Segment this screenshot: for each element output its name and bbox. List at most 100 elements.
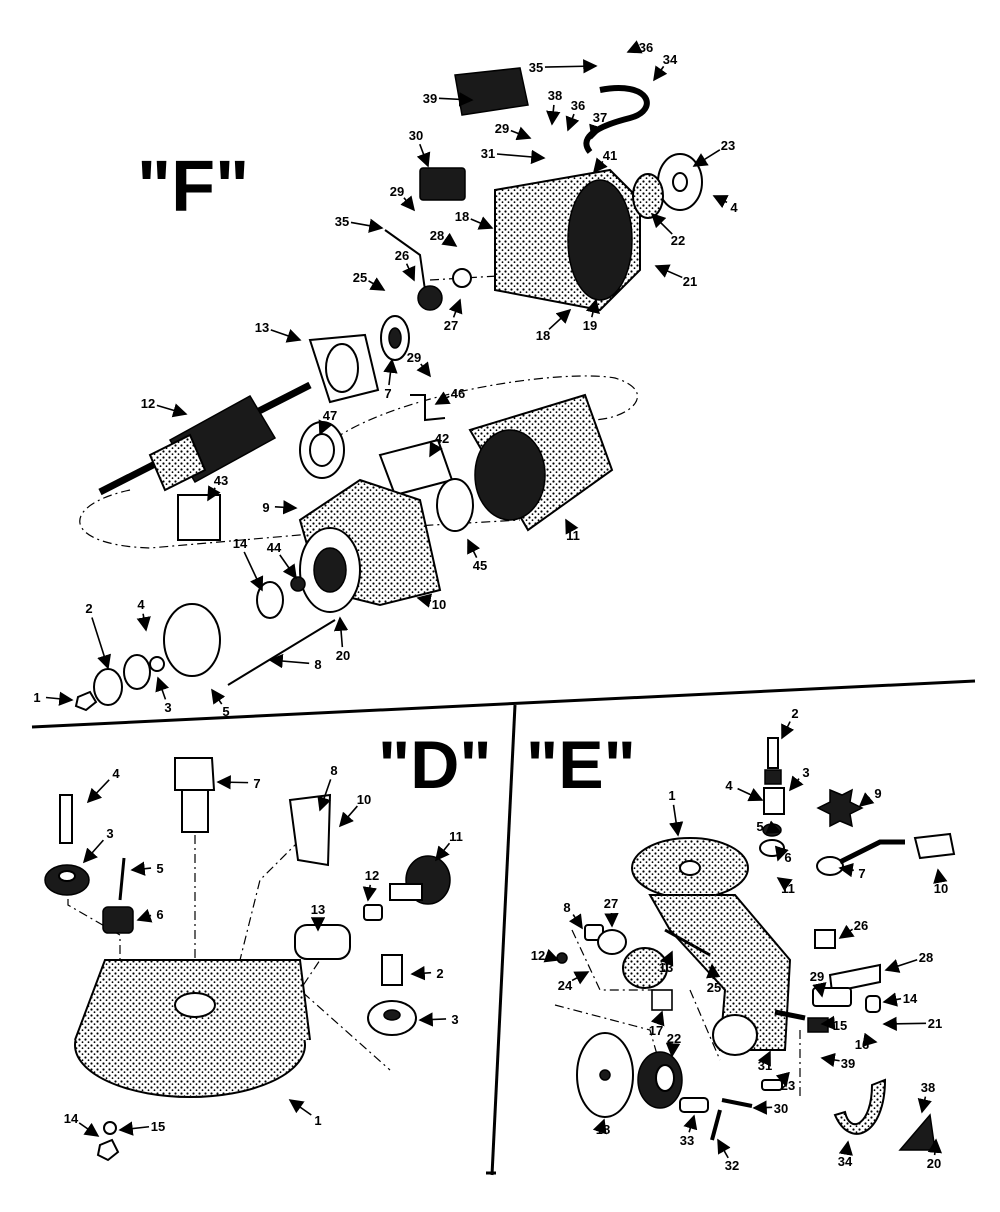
leader-e-8 [568, 913, 583, 930]
leader-f-11 [565, 518, 579, 535]
leader-e-14 [882, 992, 902, 1007]
callout-f-35: 35 [335, 214, 349, 229]
leader-e-32 [717, 1138, 731, 1159]
stator-windings [474, 429, 546, 521]
callout-f-41: 41 [603, 148, 617, 163]
callout-e-22: 22 [667, 1031, 681, 1046]
callout-f-47: 47 [323, 408, 337, 423]
lever-13 [828, 963, 881, 994]
callout-e-11: 11 [781, 881, 795, 896]
leader-d-3 [418, 1012, 447, 1027]
leader-d-15 [118, 1121, 150, 1136]
leader-f-20 [333, 616, 349, 648]
leader-d-7 [216, 775, 249, 790]
callout-d-11: 11 [449, 829, 463, 844]
callout-e-23: 23 [781, 1078, 795, 1093]
callout-e-20: 20 [927, 1156, 941, 1171]
callout-f-42: 42 [435, 431, 449, 446]
callout-f-44: 44 [267, 540, 282, 555]
handle-grip-11 [913, 832, 956, 860]
nameplate [454, 67, 529, 116]
callout-d-7: 7 [253, 776, 260, 791]
leader-f-18 [548, 308, 572, 330]
leader-e-9 [858, 792, 875, 808]
block-14 [812, 987, 852, 1007]
handle-lever [838, 839, 905, 865]
callout-f-43: 43 [214, 473, 228, 488]
callout-d-14: 14 [64, 1111, 79, 1126]
leader-f-42 [429, 441, 443, 458]
gasket [632, 173, 664, 219]
leader-f-29 [510, 126, 532, 141]
output-bearing [256, 581, 284, 619]
leader-f-22 [650, 212, 673, 235]
callout-f-36: 36 [571, 98, 585, 113]
callout-f-20: 20 [336, 648, 350, 663]
leader-e-27 [604, 912, 619, 928]
callout-e-38: 38 [921, 1080, 935, 1095]
section-title-e: "E" [526, 727, 636, 803]
leader-e-11 [776, 877, 793, 892]
leader-e-2 [781, 721, 795, 740]
callout-f-29: 29 [407, 350, 421, 365]
callout-f-23: 23 [721, 138, 735, 153]
leader-f-5 [211, 688, 226, 705]
leader-d-1 [288, 1099, 312, 1116]
callout-d-12: 12 [365, 868, 379, 883]
leader-e-13 [660, 950, 674, 967]
leader-d-10 [338, 805, 358, 828]
leader-d-4 [86, 779, 110, 804]
leader-f-34 [653, 65, 668, 82]
callout-f-28: 28 [430, 228, 444, 243]
callout-e-17: 17 [649, 1023, 663, 1038]
leader-e-30 [752, 1100, 773, 1115]
callout-e-3: 3 [802, 765, 809, 780]
callout-f-26: 26 [395, 248, 409, 263]
callout-e-12: 12 [531, 948, 545, 963]
leader-e-33 [683, 1114, 698, 1133]
callout-e-2: 2 [791, 706, 798, 721]
callout-f-18: 18 [455, 209, 469, 224]
callout-e-21: 21 [928, 1016, 942, 1031]
callout-f-3: 3 [164, 700, 171, 715]
callout-f-37: 37 [593, 110, 607, 125]
nut-14 [96, 1138, 120, 1162]
callout-e-27: 27 [604, 896, 618, 911]
leader-f-47 [318, 419, 332, 436]
clip-12 [814, 929, 836, 949]
callout-d-1: 1 [314, 1113, 321, 1128]
leader-f-26 [402, 263, 416, 282]
callout-f-36: 36 [639, 40, 653, 55]
leader-e-5 [765, 820, 782, 834]
callout-f-5: 5 [222, 704, 229, 719]
terminal-block [419, 167, 466, 201]
washer-2 [123, 654, 151, 690]
leader-d-3 [82, 839, 104, 864]
leader-f-27 [448, 298, 463, 318]
callout-f-39: 39 [423, 91, 437, 106]
leader-f-44 [279, 554, 297, 580]
leader-f-14 [243, 551, 264, 592]
callout-f-13: 13 [255, 320, 269, 335]
section-dividers [31, 679, 976, 1176]
washer-15 [103, 1121, 117, 1135]
leader-e-28 [884, 959, 918, 973]
leader-e-26 [838, 924, 855, 939]
callout-d-8: 8 [330, 763, 337, 778]
leader-d-14 [78, 1122, 100, 1137]
leader-e-4 [737, 787, 764, 802]
leader-e-38 [917, 1096, 932, 1114]
nut-1 [74, 690, 98, 712]
callout-e-32: 32 [725, 1158, 739, 1173]
seal-ring [436, 478, 474, 532]
bolt-2 [381, 954, 403, 986]
callout-d-5: 5 [156, 861, 163, 876]
callout-f-46: 46 [451, 386, 465, 401]
leader-e-22 [665, 1042, 681, 1058]
section-title-f: "F" [137, 147, 249, 227]
callout-d-3: 3 [451, 1012, 458, 1027]
leader-e-1 [668, 804, 684, 837]
star-knob-9 [816, 788, 864, 828]
